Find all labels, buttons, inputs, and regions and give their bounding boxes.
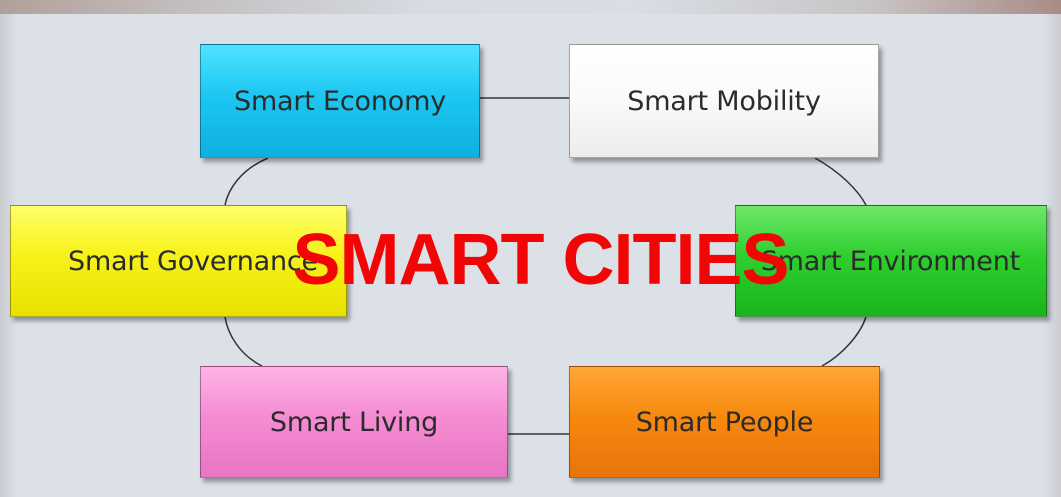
node-smart-economy: Smart Economy — [200, 44, 480, 158]
node-smart-environment: Smart Environment — [735, 205, 1047, 317]
node-smart-people: Smart People — [569, 366, 880, 478]
connector-mobility-environment — [814, 157, 867, 206]
connector-governance-living — [224, 316, 263, 367]
node-label: Smart Environment — [760, 245, 1020, 277]
node-smart-governance: Smart Governance — [10, 205, 347, 317]
diagram-title: SMART CITIES — [292, 220, 789, 300]
node-label: Smart People — [635, 406, 814, 438]
connector-environment-people — [821, 316, 867, 367]
node-label: Smart Governance — [68, 245, 318, 277]
node-label: Smart Mobility — [627, 85, 821, 117]
connector-economy-governance — [224, 157, 269, 206]
node-label: Smart Economy — [234, 85, 446, 117]
node-smart-living: Smart Living — [200, 366, 508, 478]
node-label: Smart Living — [269, 406, 439, 438]
node-smart-mobility: Smart Mobility — [569, 44, 879, 158]
